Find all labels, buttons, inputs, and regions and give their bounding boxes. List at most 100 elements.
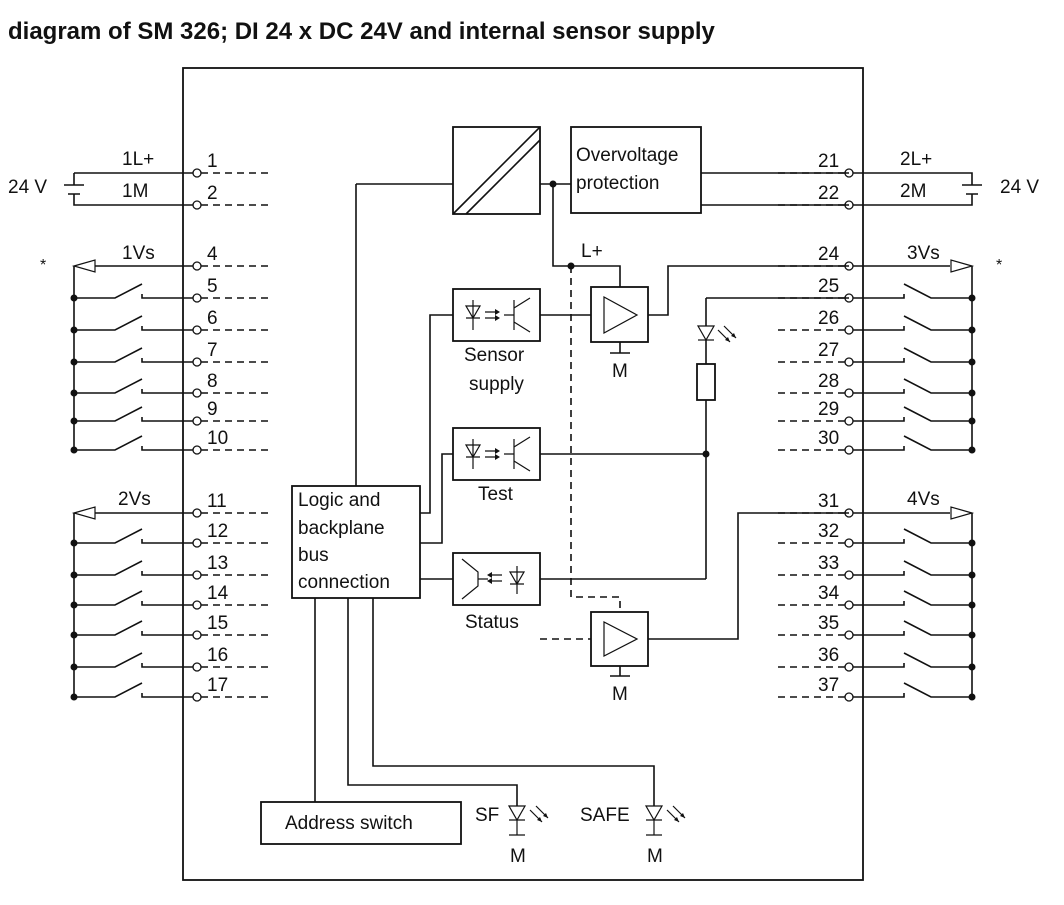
left-terminal: 6 — [192, 308, 268, 335]
right-switch-contact — [853, 590, 976, 609]
left-switch-contact — [70, 682, 193, 701]
right-switch-contact — [853, 652, 976, 671]
left-terminal: 1 — [192, 151, 268, 178]
left-terminal-number: 15 — [207, 613, 228, 634]
right-minus-label: 2M — [900, 181, 926, 202]
right-plus-label: 2L+ — [900, 149, 932, 170]
right-switch-contact — [853, 347, 976, 366]
overvoltage-label-2: protection — [576, 173, 659, 194]
footnote-mark-right-1: * — [996, 257, 1002, 274]
right-terminal-number: 26 — [818, 308, 839, 329]
left-terminal: 11 — [192, 491, 268, 518]
left-plus-label: 1L+ — [122, 149, 154, 170]
left-switch-contact — [70, 620, 193, 639]
vs1-label: 1Vs — [122, 243, 155, 264]
vs3-label: 3Vs — [907, 243, 940, 264]
left-terminal: 16 — [192, 645, 268, 672]
left-terminal-number: 17 — [207, 675, 228, 696]
left-terminal-number: 10 — [207, 428, 228, 449]
right-switch-contact — [853, 378, 976, 397]
right-switch-contact — [853, 682, 976, 701]
ground-label-sf: M — [510, 846, 526, 867]
left-terminal-number: 4 — [207, 244, 218, 265]
left-terminal: 14 — [192, 583, 268, 610]
right-terminal-number: 35 — [818, 613, 839, 634]
overvoltage-label-1: Overvoltage — [576, 145, 678, 166]
right-terminal-number: 34 — [818, 583, 840, 604]
left-terminal: 2 — [192, 183, 268, 210]
amplifier-1: M — [540, 265, 849, 382]
right-switch-contact — [853, 435, 976, 454]
logic-label-2: backplane — [298, 518, 385, 539]
left-voltage-label: 24 V — [8, 177, 47, 198]
logic-label-3: bus — [298, 545, 329, 566]
right-terminal-number: 21 — [818, 151, 839, 172]
right-terminal: 32 — [778, 521, 854, 548]
right-terminal: 34 — [778, 583, 854, 610]
left-terminal-number: 7 — [207, 340, 218, 361]
overvoltage-protection-block: Overvoltage protection — [570, 126, 702, 214]
right-terminal-number: 29 — [818, 399, 839, 420]
right-terminal: 37 — [778, 675, 854, 702]
internal-power-wiring: L+ — [355, 172, 849, 612]
right-switch-contact — [853, 620, 976, 639]
right-switch-contact — [853, 283, 976, 302]
left-supply: 24 V 1L+ 1M — [8, 149, 197, 206]
right-sensor-group-4: 4Vs — [851, 489, 975, 697]
test-led-chain — [696, 297, 849, 579]
address-switch-block: Address switch — [260, 801, 462, 845]
left-switch-contact — [70, 406, 193, 425]
right-terminal: 28 — [778, 371, 854, 398]
right-terminal: 33 — [778, 553, 854, 580]
right-terminal: 29 — [778, 399, 854, 426]
right-switch-contacts — [853, 283, 976, 701]
left-terminal: 8 — [192, 371, 268, 398]
right-terminal: 35 — [778, 613, 854, 640]
safe-label: SAFE — [580, 805, 630, 826]
sf-label: SF — [475, 805, 499, 826]
left-switch-contact — [70, 528, 193, 547]
right-switch-contact — [853, 528, 976, 547]
right-switch-contact — [853, 406, 976, 425]
right-terminal: 26 — [778, 308, 854, 335]
left-terminal: 17 — [192, 675, 268, 702]
left-switch-contact — [70, 315, 193, 334]
right-terminal-number: 28 — [818, 371, 839, 392]
left-switch-contact — [70, 435, 193, 454]
right-voltage-label: 24 V — [1000, 177, 1039, 198]
optocoupler-sensor-supply: Sensor supply — [420, 288, 541, 514]
right-terminal-number: 37 — [818, 675, 839, 696]
right-terminal-number: 22 — [818, 183, 839, 204]
vs2-label: 2Vs — [118, 489, 151, 510]
left-terminal-number: 2 — [207, 183, 218, 204]
address-switch-label: Address switch — [285, 813, 413, 834]
ground-label-amp2: M — [612, 684, 628, 705]
footnote-mark-left-1: * — [40, 257, 46, 274]
right-terminal-number: 31 — [818, 491, 839, 512]
sensor-supply-label-2: supply — [469, 374, 524, 395]
logic-label-1: Logic and — [298, 490, 380, 511]
optocoupler-status: Status — [420, 552, 706, 633]
left-terminal-number: 12 — [207, 521, 228, 542]
right-terminal-number: 25 — [818, 276, 839, 297]
dc-dc-converter — [452, 126, 541, 215]
test-label: Test — [478, 484, 514, 505]
left-minus-label: 1M — [122, 181, 148, 202]
right-terminal: 27 — [778, 340, 854, 367]
amplifier-2: M — [540, 512, 849, 705]
left-terminal: 10 — [192, 428, 268, 455]
left-terminal-number: 11 — [207, 491, 227, 512]
left-terminal: 9 — [192, 399, 268, 426]
right-terminal: 30 — [778, 428, 854, 455]
left-switch-contact — [70, 652, 193, 671]
right-terminal-number: 30 — [818, 428, 839, 449]
left-switch-contact — [70, 283, 193, 302]
logic-label-4: connection — [298, 572, 390, 593]
left-terminal: 15 — [192, 613, 268, 640]
ground-label-amp1: M — [612, 361, 628, 382]
ground-label-safe: M — [647, 846, 663, 867]
right-terminal-number: 27 — [818, 340, 839, 361]
